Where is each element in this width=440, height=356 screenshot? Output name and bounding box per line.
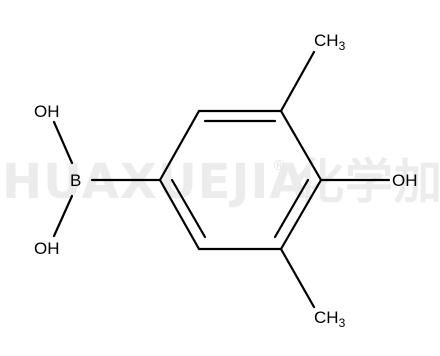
atom-labels: OH B OH OH CH3 CH3 [34,31,418,330]
methyl-top-subscript: 3 [339,39,346,53]
bond-ring-double-right [273,178,310,239]
bond-ring-c1-c2 [158,109,201,182]
bond-b-oh-bottom [52,194,74,238]
hydroxyl-ring-label: OH [392,171,418,190]
bond-ring-c6-c1 [158,178,201,251]
methyl-top-label: CH3 [314,31,346,53]
methyl-bottom-subscript: 3 [339,316,346,330]
bond-methyl-bottom [279,247,316,309]
bonds [52,50,391,309]
methyl-bottom-main: CH [314,308,339,327]
watermark-cjk: 化学加 [296,154,440,210]
methyl-bottom-label: CH3 [314,308,346,330]
watermark-registered-mark: ® [272,158,286,174]
methyl-top-main: CH [314,31,339,50]
bond-ring-double-left [170,178,207,239]
bond-ring-c4-c5 [279,178,323,251]
bond-b-oh-top [52,120,74,165]
bond-ring-c3-c4 [279,109,323,182]
watermark-text: HUAXUEJIA [2,154,307,210]
bond-methyl-top [279,50,316,113]
watermark: HUAXUEJIA ® 化学加 [2,154,440,210]
boron-label: B [70,171,81,190]
hydroxyl-top-label: OH [34,102,60,121]
hydroxyl-bottom-label: OH [34,239,60,258]
